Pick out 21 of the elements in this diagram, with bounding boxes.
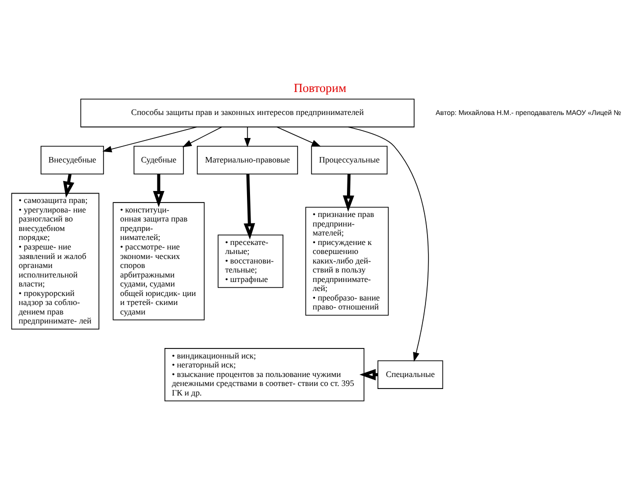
node-box: Внесудебные	[40, 146, 104, 174]
arrow	[244, 174, 256, 240]
arrow	[102, 126, 198, 152]
arrow	[244, 126, 251, 148]
arrow	[348, 126, 429, 362]
node-box: • конституци- онная защита прав предпри- нимателей; • рассмотре- ние экономи- ческих споров арбитражными судами, судами общей юрисдик- ции и третей- скими судами	[112, 202, 205, 320]
arrow	[182, 126, 222, 148]
node-box: • виндикационный иск; • негаторный иск; • взыскание процентов за пользование чужими денежными средствами в соответ- ствии со ст. 395 ГК и др.	[164, 348, 364, 402]
arrow	[153, 174, 164, 208]
node-box: Специальные	[378, 360, 444, 389]
node-box: • признание прав предприни- мателей; • присуждение к совершению каких-либо дей- ствий в пользу предпринимате- лей; • преобразо- вание право- отношений	[305, 206, 389, 316]
arrow	[276, 126, 321, 147]
node-box: Процессуальные	[311, 146, 388, 174]
arrow	[63, 174, 74, 198]
node-box: Судебные	[134, 146, 184, 174]
diagram-title: Повторим	[294, 81, 346, 96]
arrow	[342, 174, 354, 212]
node-box: • пресекате- льные; • восстанови- тельные; • штрафные	[218, 234, 284, 288]
node-box: Материально-правовые	[196, 146, 298, 174]
node-box: Способы защиты прав и законных интересов предпринимателей	[80, 98, 415, 128]
node-box: • самозащита прав; • урегулирова- ние разногласий во внесудебном порядке; • разреше- ние заявлений и жалоб органами исполнительной власти; • прокурорский надзор за соблю- дением прав предпринимате- лей	[11, 192, 100, 330]
